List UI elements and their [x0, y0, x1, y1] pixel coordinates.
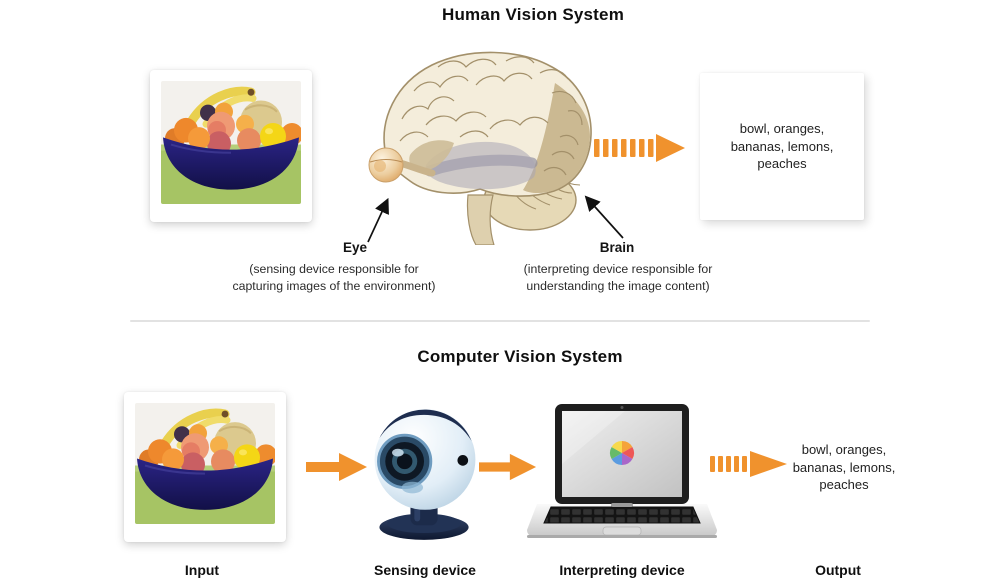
computer-section-title: Computer Vision System: [417, 347, 623, 366]
brain-label: Brain: [599, 240, 635, 255]
section-divider: [130, 320, 870, 322]
human-output-text: bowl, oranges, bananas, lemons, peaches: [730, 121, 834, 172]
human-section-title: Human Vision System: [441, 5, 625, 24]
brain-pointer-arrow-icon: [584, 195, 624, 239]
stage-label-sensing-device: Sensing device: [374, 562, 476, 578]
brain-description: (interpreting device responsible for und…: [523, 262, 713, 294]
webcam-icon: [374, 409, 476, 540]
human-input-photo: [150, 70, 312, 222]
eye-pointer-arrow-icon: [367, 197, 389, 243]
stage-label-output: Output: [815, 562, 861, 578]
computer-output-text: bowl, oranges, bananas, lemons, peaches: [792, 442, 896, 493]
eye-label: Eye: [342, 240, 368, 255]
brain-illustration-icon: [368, 51, 592, 245]
computer-input-photo: [124, 392, 286, 542]
dashed-arrow-icon: [710, 451, 787, 477]
fruit-bowl-photo-icon: [135, 403, 275, 524]
dashed-arrow-icon: [594, 134, 685, 162]
eyeball-icon: [368, 147, 404, 183]
color-wheel-icon: [610, 441, 634, 465]
fruit-bowl-photo-icon: [161, 81, 301, 204]
eye-description: (sensing device responsible for capturin…: [232, 262, 436, 294]
stage-label-input: Input: [184, 562, 220, 578]
laptop-icon: [527, 404, 717, 538]
stage-label-interpreting-device: Interpreting device: [559, 562, 685, 578]
solid-arrow-icon: [306, 453, 367, 481]
human-output-box: bowl, oranges, bananas, lemons, peaches: [700, 73, 864, 220]
solid-arrow-icon: [479, 453, 537, 481]
